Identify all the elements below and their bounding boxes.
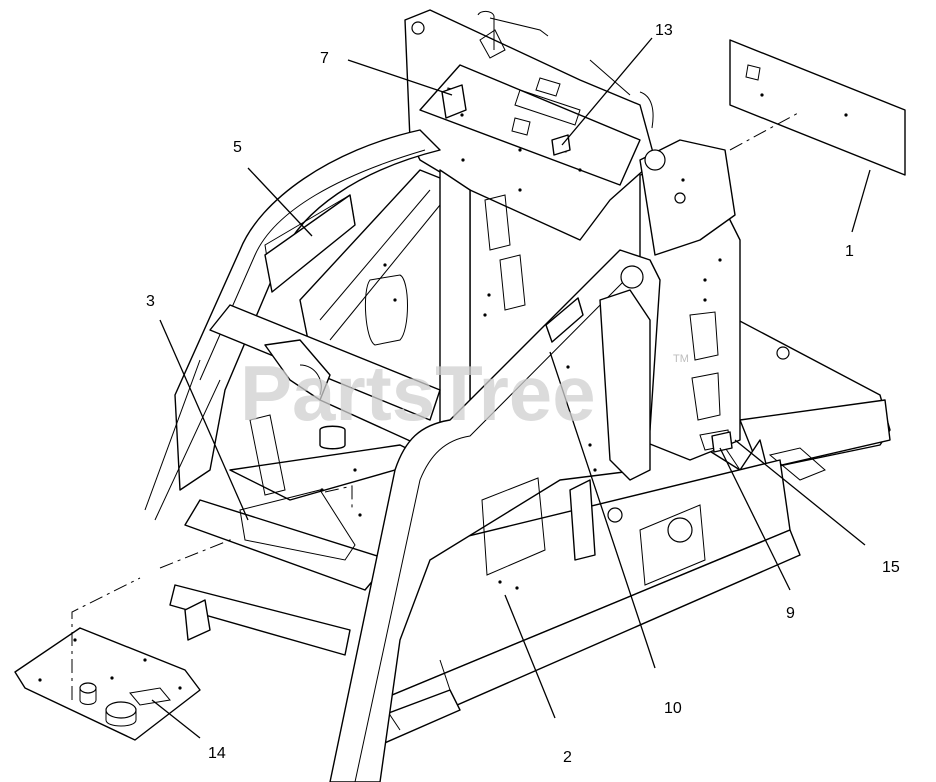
callout-10: 10: [664, 700, 682, 717]
watermark-text: PartsTree: [240, 349, 596, 437]
decal-1: [729, 39, 906, 176]
callout-1: 1: [845, 243, 854, 260]
callout-14: 14: [208, 745, 226, 762]
assembly-lines: [71, 111, 801, 700]
callout-7: 7: [320, 50, 329, 67]
callout-5: 5: [233, 139, 242, 156]
callout-15: 15: [882, 559, 900, 576]
watermark-trademark: TM: [673, 353, 689, 365]
frame-base: [369, 299, 891, 746]
top-bracket: [404, 9, 656, 241]
callout-2: 2: [563, 749, 572, 766]
main-side-panel: [329, 249, 661, 782]
callout-labels: 1 2 3 5 7 9 10 13 14 15: [146, 22, 900, 766]
leader-lines: [151, 37, 871, 739]
floor-plate-14: [14, 627, 201, 741]
callout-9: 9: [786, 605, 795, 622]
step-crossbar: [169, 304, 441, 656]
callout-13: 13: [655, 22, 673, 39]
rear-mount-plate: [639, 139, 736, 256]
callout-3: 3: [146, 293, 155, 310]
